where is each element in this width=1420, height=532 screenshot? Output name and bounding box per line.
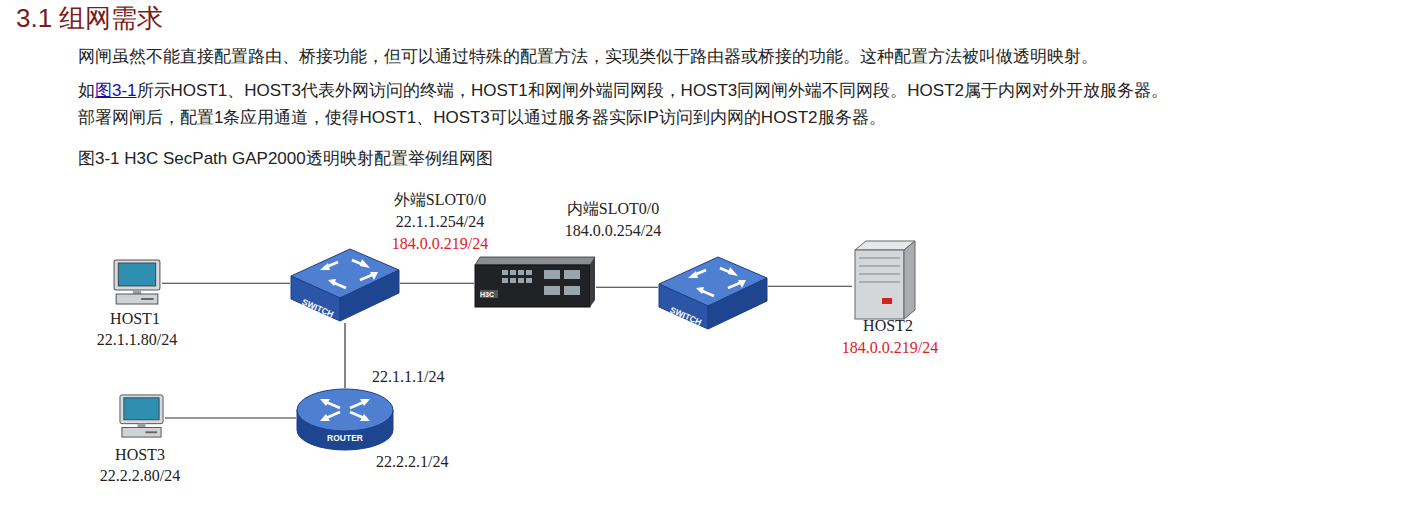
server-icon — [852, 240, 917, 320]
network-link — [596, 287, 658, 288]
gateway: 外端SLOT0/022.1.1.254/24184.0.0.219/24H3C内… — [474, 256, 596, 308]
server: HOST2184.0.0.219/24 — [852, 240, 917, 320]
ip-address: 22.2.2.80/24 — [100, 466, 180, 485]
network-link — [400, 283, 474, 284]
router: ROUTER22.1.1.1/2422.2.2.1/24 — [296, 388, 394, 452]
ip-address: 184.0.0.219/24 — [392, 234, 488, 253]
gateway-icon — [474, 256, 596, 308]
paragraph-line: 如图3-1所示HOST1、HOST3代表外网访问的终端，HOST1和网闸外端同网… — [78, 80, 1168, 102]
port-name: 内端SLOT0/0 — [567, 199, 659, 218]
host-name: HOST2 — [863, 316, 913, 335]
network-link — [344, 323, 345, 388]
ip-address: 184.0.0.254/24 — [565, 221, 661, 240]
figure-link: 图3-1 — [95, 81, 137, 100]
network-link — [768, 286, 852, 287]
paragraph-line: 部署网闸后，配置1条应用通道，使得HOST1、HOST3可以通过服务器实际IP访… — [78, 107, 886, 129]
host-pc: HOST322.2.2.80/24 — [118, 393, 165, 439]
pc-icon — [112, 258, 162, 306]
network-link — [162, 283, 290, 284]
port-name: 外端SLOT0/0 — [394, 190, 486, 209]
ip-address: 22.2.2.1/24 — [376, 452, 448, 471]
switch: SWITCH — [290, 246, 400, 323]
brand-logo: H3C — [480, 290, 494, 299]
paragraph-text: 如 — [78, 81, 95, 100]
host-name: HOST1 — [110, 309, 160, 328]
switch-icon — [290, 246, 400, 323]
section-title: 3.1 组网需求 — [16, 2, 163, 34]
ip-address: 184.0.0.219/24 — [842, 338, 938, 357]
device-label: ROUTER — [327, 433, 363, 444]
paragraph-line: 网闸虽然不能直接配置路由、桥接功能，但可以通过特殊的配置方法，实现类似于路由器或… — [78, 46, 1098, 68]
ip-address: 22.1.1.254/24 — [396, 212, 484, 231]
host-pc: HOST122.1.1.80/24 — [112, 258, 162, 306]
figure-caption: 图3-1 H3C SecPath GAP2000透明映射配置举例组网图 — [78, 148, 493, 170]
switch: SWITCH — [658, 254, 768, 331]
pc-icon — [118, 393, 165, 439]
ip-address: 22.1.1.1/24 — [372, 367, 444, 386]
switch-icon — [658, 254, 768, 331]
ip-address: 22.1.1.80/24 — [97, 330, 177, 349]
paragraph-text: 所示HOST1、HOST3代表外网访问的终端，HOST1和网闸外端同网段，HOS… — [137, 81, 1168, 100]
host-name: HOST3 — [115, 445, 165, 464]
network-link — [165, 417, 296, 418]
